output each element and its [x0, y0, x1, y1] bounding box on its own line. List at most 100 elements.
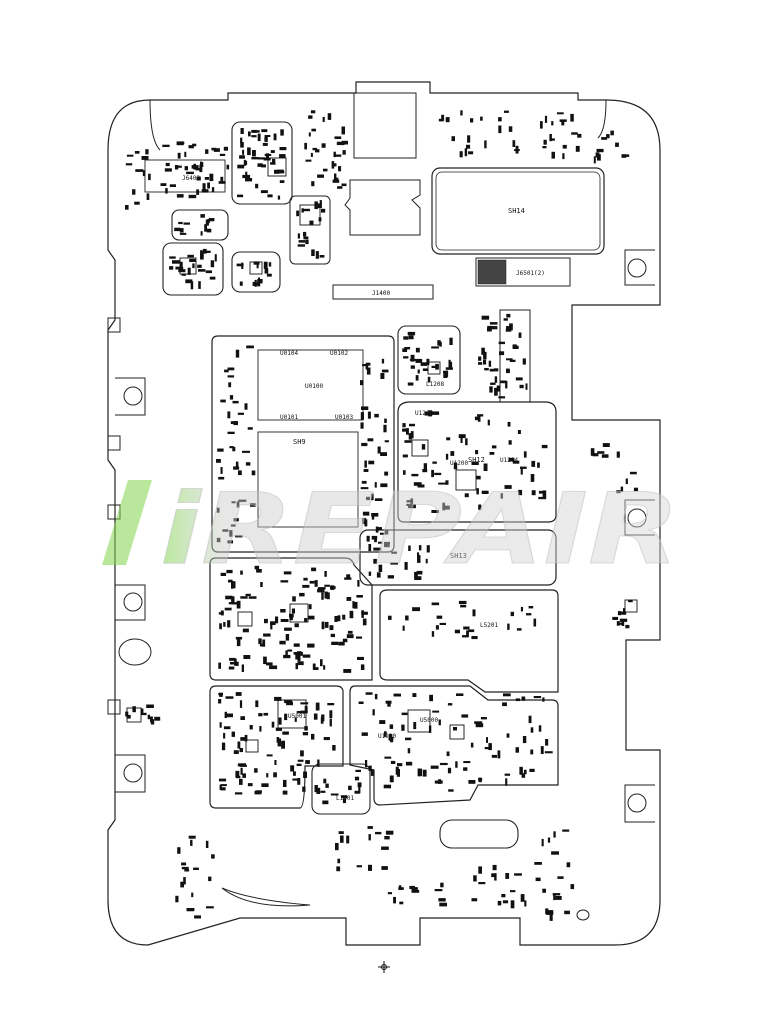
- smd-component: [219, 722, 222, 728]
- smd-component: [515, 698, 520, 702]
- smd-component: [410, 365, 415, 369]
- smd-component: [465, 438, 468, 446]
- smd-component: [277, 738, 281, 747]
- smd-component: [460, 436, 463, 443]
- smd-component: [230, 661, 235, 665]
- smd-component: [402, 625, 405, 631]
- connector-j6501-label: J6501(2): [516, 270, 545, 277]
- smd-component: [310, 110, 316, 114]
- smd-component: [264, 136, 268, 142]
- smd-component: [227, 367, 235, 371]
- smd-component: [248, 131, 251, 137]
- smd-component: [224, 711, 227, 718]
- smd-component: [222, 529, 229, 532]
- smd-component: [321, 208, 326, 213]
- smd-component: [360, 380, 364, 386]
- smd-component: [405, 615, 409, 621]
- smd-component: [530, 474, 535, 482]
- smd-component: [549, 914, 553, 921]
- smd-component: [242, 174, 251, 179]
- smd-component: [299, 592, 305, 597]
- smd-component: [309, 580, 315, 584]
- smd-component: [397, 763, 403, 767]
- smd-component: [225, 595, 233, 600]
- smd-component: [525, 383, 528, 390]
- smd-component: [284, 700, 292, 704]
- smd-component: [257, 163, 263, 167]
- smd-component: [293, 643, 300, 647]
- smd-component: [408, 335, 414, 340]
- smd-component: [259, 643, 264, 647]
- smd-component: [378, 564, 383, 572]
- smd-component: [274, 696, 282, 701]
- ic-footprint: [407, 709, 431, 733]
- smd-component: [260, 190, 268, 194]
- chip-label-u0101: U0101: [280, 414, 298, 421]
- smd-component: [370, 769, 374, 776]
- smd-component: [236, 263, 244, 267]
- smd-component: [555, 896, 562, 900]
- smd-component: [187, 254, 194, 258]
- smd-component: [239, 281, 243, 286]
- smd-component: [362, 511, 370, 516]
- smd-component: [442, 502, 446, 511]
- smd-component: [247, 783, 253, 787]
- smd-component: [596, 148, 604, 153]
- smd-component: [490, 382, 496, 385]
- smd-component: [216, 459, 221, 463]
- smd-component: [334, 173, 337, 181]
- smd-component: [319, 255, 325, 258]
- smd-component: [602, 443, 610, 447]
- shield-sh12-label: SH12: [468, 456, 485, 464]
- smd-component: [412, 607, 420, 612]
- smd-component: [325, 783, 329, 788]
- smd-component: [358, 785, 361, 794]
- smd-component: [298, 240, 306, 243]
- smd-component: [570, 884, 575, 890]
- smd-component: [505, 380, 508, 389]
- smd-component: [342, 150, 346, 155]
- smd-component: [337, 615, 341, 622]
- smd-component: [528, 606, 534, 609]
- smd-component: [522, 358, 526, 365]
- smd-component: [227, 411, 231, 419]
- smd-component: [191, 892, 194, 898]
- smd-component: [254, 130, 260, 133]
- smd-component: [264, 268, 269, 274]
- smd-component: [240, 596, 248, 599]
- smd-component: [360, 422, 364, 429]
- smd-component: [361, 480, 367, 484]
- smd-component: [399, 901, 404, 905]
- smd-component: [296, 711, 305, 714]
- smd-component: [422, 469, 428, 473]
- chip-label-l1208: L1208: [426, 381, 444, 388]
- smd-component: [531, 460, 536, 467]
- smd-component: [240, 767, 243, 775]
- smd-component: [432, 461, 437, 464]
- board-notch-topright: [597, 99, 607, 139]
- smd-component: [223, 732, 226, 739]
- smd-component: [342, 638, 348, 643]
- smd-component: [492, 864, 497, 871]
- smd-component: [435, 625, 439, 630]
- smd-component: [504, 110, 509, 113]
- smd-component: [389, 724, 394, 729]
- smd-component: [140, 708, 144, 715]
- shield-topcenter-e: [289, 195, 331, 265]
- smd-component: [544, 115, 548, 123]
- smd-component: [415, 358, 423, 363]
- crosshair-marker: [378, 961, 390, 973]
- smd-component: [213, 148, 220, 152]
- smd-component: [239, 700, 243, 708]
- smd-component: [202, 248, 207, 254]
- smd-component: [432, 710, 440, 713]
- smd-component: [348, 785, 352, 791]
- smd-component: [431, 602, 440, 606]
- shield-topleft-a: [231, 121, 293, 205]
- smd-component: [263, 158, 271, 161]
- shield-topleft-d: [231, 251, 281, 293]
- smd-component: [134, 201, 140, 205]
- smd-component: [235, 770, 240, 778]
- smd-component: [480, 717, 487, 720]
- smd-component: [570, 113, 574, 122]
